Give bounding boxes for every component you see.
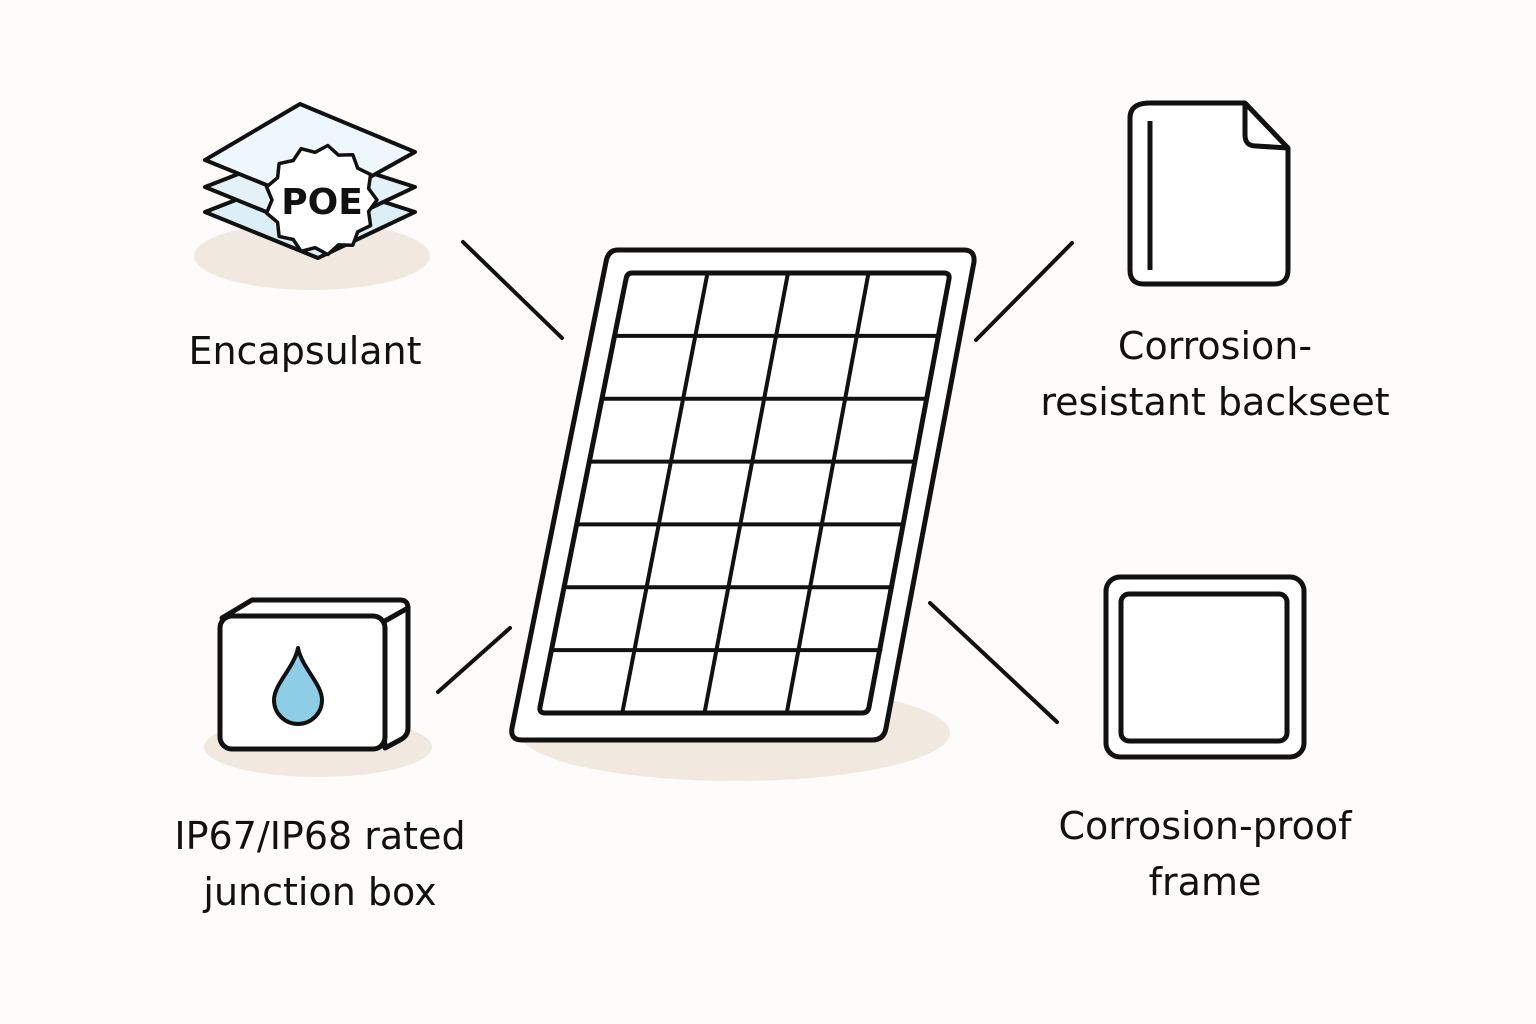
- poe-badge: [264, 143, 379, 257]
- square-frame-icon: [1103, 574, 1307, 760]
- encapsulant-label: Encapsulant: [140, 323, 470, 379]
- panel-grid-column-line: [620, 271, 710, 715]
- layered-sheets-icon: POE: [194, 102, 430, 290]
- connector-line-backsheet: [974, 241, 1074, 342]
- backsheet-label: Corrosion- resistant backseet: [1000, 318, 1430, 430]
- connector-line-encapsulant: [461, 240, 564, 340]
- document-sheet-icon: [1127, 100, 1291, 287]
- junction-box-label-line-1: IP67/IP68 rated: [174, 814, 466, 858]
- frame-label: Corrosion-proof frame: [1010, 798, 1400, 910]
- panel-grid-column-line: [702, 271, 790, 715]
- junction-box-label: IP67/IP68 rated junction box: [130, 808, 510, 920]
- backsheet-label-line-2: resistant backseet: [1040, 380, 1390, 424]
- water-drop-icon: [272, 646, 324, 726]
- solar-panel-cell-grid: [550, 271, 940, 715]
- backsheet-label-line-1: Corrosion-: [1117, 324, 1313, 368]
- encapsulant-label-line-1: Encapsulant: [188, 329, 422, 373]
- frame-label-line-2: frame: [1148, 860, 1262, 904]
- junction-box-label-line-2: junction box: [203, 870, 437, 914]
- connector-line-junction-box: [436, 626, 512, 694]
- document-body: [1127, 100, 1291, 287]
- frame-label-line-1: Corrosion-proof: [1058, 804, 1352, 848]
- document-fold: [1242, 103, 1289, 151]
- solar-panel-icon: [509, 247, 977, 781]
- water-drop-box-icon: [204, 597, 432, 777]
- panel-grid-column-line: [784, 271, 871, 715]
- frame-inner: [1118, 591, 1290, 744]
- connector-line-frame: [928, 601, 1059, 724]
- poe-badge-text: POE: [281, 182, 363, 223]
